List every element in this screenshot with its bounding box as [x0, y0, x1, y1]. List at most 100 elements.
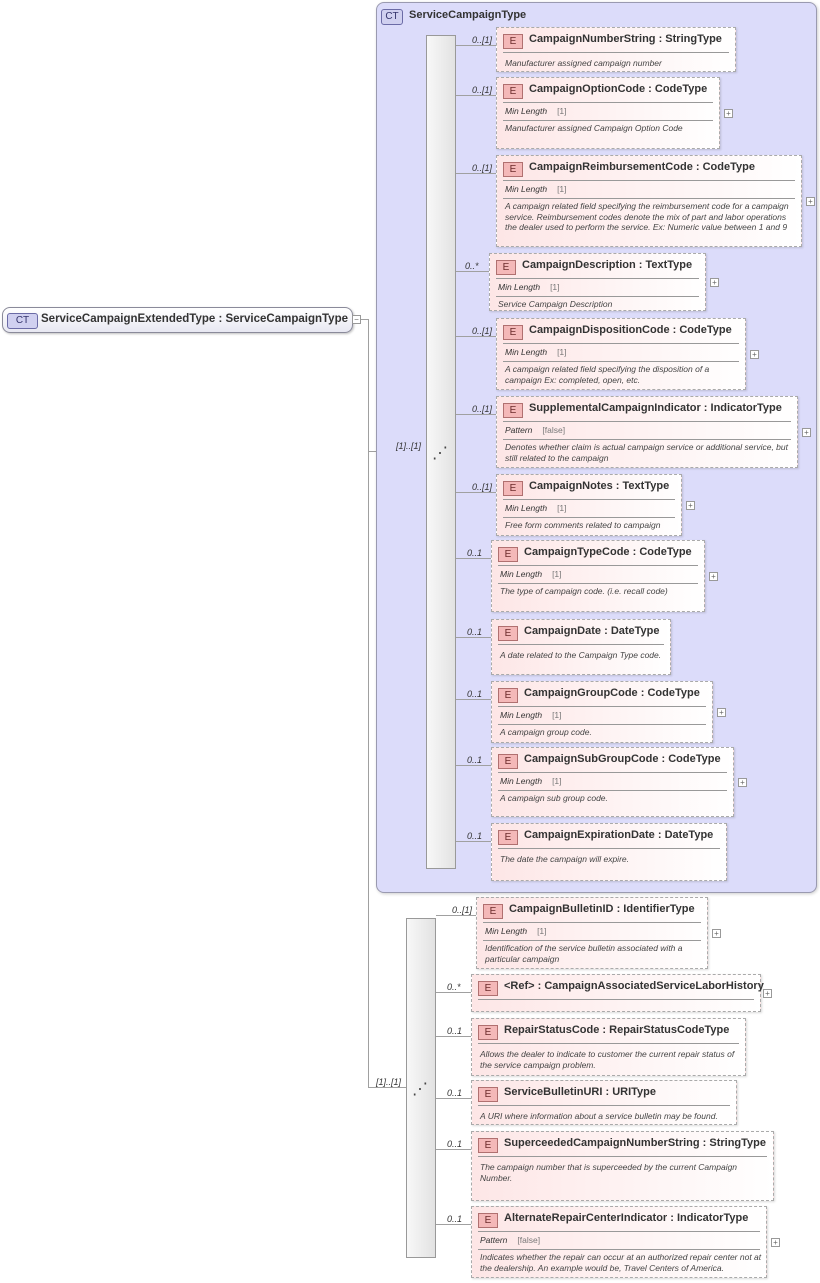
separator — [503, 102, 713, 103]
root-complex-type[interactable]: CT ServiceCampaignExtendedType : Service… — [2, 307, 353, 333]
facet-name: Min Length — [505, 184, 548, 194]
element-card[interactable]: E<Ref> : CampaignAssociatedServiceLaborH… — [471, 974, 764, 1012]
sequence-icon[interactable]: ⋰ — [412, 1081, 428, 1098]
separator — [503, 361, 739, 362]
element-badge: E — [498, 830, 518, 845]
expand-icon[interactable]: + — [802, 428, 811, 437]
connector — [456, 492, 496, 493]
element-name-text: CampaignDispositionCode — [529, 324, 670, 336]
element-type: CodeType — [654, 83, 708, 95]
facet: Min Length[1] — [500, 569, 562, 579]
separator — [503, 421, 791, 422]
element-badge: E — [478, 1025, 498, 1040]
separator — [498, 706, 706, 707]
facet-value: [1] — [557, 106, 567, 116]
element-documentation: A campaign group code. — [500, 727, 592, 737]
element-name-text: CampaignTypeCode — [524, 546, 630, 558]
element-badge: E — [503, 325, 523, 340]
expand-icon[interactable]: + — [806, 197, 815, 206]
expand-icon[interactable]: + — [763, 989, 772, 998]
connector — [456, 699, 491, 700]
facet-value: [1] — [552, 776, 562, 786]
facet: Min Length[1] — [505, 347, 567, 357]
facet-name: Min Length — [500, 569, 543, 579]
connector — [436, 992, 471, 993]
element-documentation: Manufacturer assigned Campaign Option Co… — [505, 123, 683, 133]
type-separator: : — [700, 402, 711, 414]
connector — [456, 336, 496, 337]
expand-icon[interactable]: + — [686, 501, 695, 510]
element-badge: E — [478, 1087, 498, 1102]
facet: Min Length [1] — [505, 106, 567, 116]
element-multiplicity: 0..[1] — [472, 35, 493, 45]
element-badge: E — [498, 754, 518, 769]
connector — [436, 1224, 471, 1225]
separator — [503, 343, 739, 344]
facet-name: Min Length — [500, 776, 543, 786]
sequence-multiplicity: [1]..[1] — [376, 1077, 402, 1087]
facet-name: Min Length — [505, 503, 548, 513]
expand-icon[interactable]: + — [724, 109, 733, 118]
connector — [456, 173, 496, 174]
element-documentation: Denotes whether claim is actual campaign… — [505, 442, 788, 463]
sequence-icon[interactable]: ⋰ — [432, 445, 448, 462]
facet-value: [1] — [537, 926, 547, 936]
element-type: CodeType — [647, 687, 700, 699]
element-name-text: AlternateRepairCenterIndicator — [504, 1212, 668, 1224]
element-multiplicity: 0..1 — [467, 548, 483, 558]
element-documentation: Indicates whether the repair can occur a… — [480, 1252, 762, 1273]
expand-icon[interactable]: + — [710, 278, 719, 287]
element-type: CampaignAssociatedServiceLaborHistory — [544, 980, 764, 992]
facet-value: [1] — [550, 282, 560, 292]
facet-value: [1] — [557, 347, 567, 357]
expand-icon[interactable]: + — [712, 929, 721, 938]
element-documentation: The type of campaign code. (i.e. recall … — [500, 586, 668, 596]
expand-icon[interactable]: + — [738, 778, 747, 787]
expand-icon[interactable]: + — [717, 708, 726, 717]
element-type: CodeType — [679, 324, 732, 336]
element-name-text: CampaignDescription — [522, 259, 636, 271]
element-type: IdentifierType — [623, 903, 695, 915]
element-badge: E — [496, 260, 516, 275]
separator — [498, 772, 727, 773]
facet-name: Pattern — [480, 1235, 508, 1245]
connector — [368, 319, 369, 1088]
sequence-bar — [426, 35, 456, 869]
facet-name: Pattern — [505, 425, 533, 435]
expand-icon[interactable]: + — [771, 1238, 780, 1247]
element-multiplicity: 0..[1] — [472, 85, 493, 95]
element-documentation: A campaign sub group code. — [500, 793, 608, 803]
facet-name: Min Length — [505, 106, 548, 116]
connector — [456, 271, 489, 272]
separator — [498, 790, 727, 791]
element-multiplicity: 0..* — [447, 982, 461, 992]
element-name: CampaignBulletinID : IdentifierType — [509, 903, 695, 915]
connector — [456, 414, 496, 415]
separator — [478, 1105, 730, 1106]
expand-icon[interactable]: + — [750, 350, 759, 359]
element-name-text: SuperceededCampaignNumberString — [504, 1137, 700, 1149]
expand-icon[interactable]: + — [709, 572, 718, 581]
element-multiplicity: 0..1 — [447, 1026, 463, 1036]
element-multiplicity: 0..[1] — [472, 163, 493, 173]
connector — [456, 765, 491, 766]
facet: Min Length[1] — [498, 282, 560, 292]
collapse-icon[interactable]: − — [352, 315, 361, 324]
